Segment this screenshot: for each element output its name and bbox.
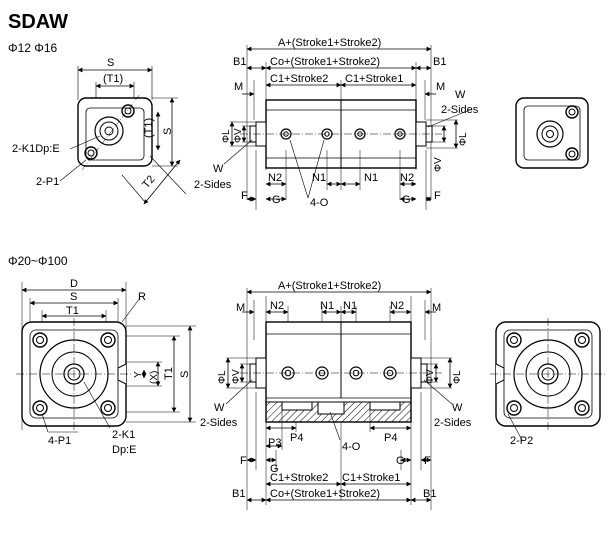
s2-side-label-w-left: W <box>214 402 225 414</box>
s2-side-dim-n2-left: N2 <box>270 300 284 312</box>
s2-rear-label-p2: 2-P2 <box>510 435 533 447</box>
s2-side-dim-p3: P3 <box>268 437 281 449</box>
s2-side-dim-n1-a: N1 <box>320 300 334 312</box>
s1-side-dim-n2-right: N2 <box>400 172 414 184</box>
s1-side-dim-f-left: F <box>241 190 248 202</box>
s1-side-dim-phiv-right: ΦV <box>433 157 444 172</box>
s2-side-dim-phiv-left: ΦV <box>231 369 242 384</box>
s1-side-view <box>223 45 473 210</box>
s1-side-dim-n1-a: N1 <box>312 172 326 184</box>
s2-front-dim-r: R <box>138 291 146 303</box>
s1-front-label-p1: 2-P1 <box>36 176 59 188</box>
s2-rear-view <box>490 318 606 441</box>
s2-side-dim-f-right: F <box>424 455 431 467</box>
s1-side-dim-m-right: M <box>436 81 445 93</box>
s2-side-view <box>225 288 453 510</box>
s2-side-dim-b1-left: B1 <box>232 488 245 500</box>
s2-side-dim-p4-right: P4 <box>384 432 397 444</box>
s1-side-dim-phil-right: ΦL <box>458 132 469 146</box>
s2-front-dim-d: D <box>70 278 78 290</box>
diagram-title: SDAW <box>8 11 68 33</box>
s2-front-dim-t1-vertical: T1 <box>163 367 175 380</box>
s1-front-dim-s-vertical: S <box>162 128 174 135</box>
s2-side-dim-m-right: M <box>432 302 441 314</box>
s2-front-dim-t1: T1 <box>66 305 79 317</box>
s1-side-dim-b1-left: B1 <box>233 56 246 68</box>
s1-rear-view <box>515 97 589 169</box>
s1-front-view <box>59 66 187 205</box>
section1-heading: Φ12 Φ16 <box>8 41 58 55</box>
s2-side-dim-c1-stroke1: C1+Stroke1 <box>342 472 400 484</box>
section2-heading: Φ20~Φ100 <box>8 254 68 268</box>
s1-side-dim-phil-left: ΦL <box>221 129 232 143</box>
s2-side-dim-f-left: F <box>240 455 247 467</box>
s2-front-view <box>16 282 196 433</box>
s1-side-label-2sides-right: 2-Sides <box>441 104 479 116</box>
s1-side-label-w-left: W <box>213 163 224 175</box>
s1-side-dim-m-left: M <box>234 81 243 93</box>
s1-side-dim-c1-stroke1: C1+Stroke1 <box>345 73 403 85</box>
s1-side-label-4o: 4-O <box>310 197 329 209</box>
s2-front-label-dp: Dp:E <box>112 444 136 456</box>
s2-front-dim-y: Y <box>133 371 144 378</box>
s2-side-dim-b1-right: B1 <box>423 488 436 500</box>
s2-front-label-k1: 2-K1 <box>112 429 135 441</box>
s1-side-dim-a: A+(Stroke1+Stroke2) <box>278 37 381 49</box>
s2-front-dim-s: S <box>70 291 77 303</box>
s1-front-dim-t1-vertical: (T1) <box>143 118 155 138</box>
s2-front-label-p1: 4-P1 <box>48 435 71 447</box>
s1-front-dim-t2: T2 <box>140 173 157 191</box>
s2-side-dim-p4-left: P4 <box>290 432 303 444</box>
s2-side-dim-a: A+(Stroke1+Stroke2) <box>278 280 381 292</box>
s2-front-dim-s-vertical: S <box>179 371 191 378</box>
s1-front-dim-s: S <box>107 57 114 69</box>
s2-side-dim-n2-right: N2 <box>390 300 404 312</box>
s2-side-dim-g-right: G <box>396 455 405 467</box>
s2-side-dim-phil-right: ΦL <box>452 370 463 384</box>
s2-front-dim-x: (X) <box>149 371 160 384</box>
s1-side-label-w-right: W <box>455 89 466 101</box>
s1-front-label-k1: 2-K1Dp:E <box>12 143 60 155</box>
s1-side-dim-n2-left: N2 <box>268 172 282 184</box>
s1-side-dim-phiv-left: ΦV <box>233 128 244 143</box>
s2-side-label-w-right: W <box>452 402 463 414</box>
s2-side-dim-c1-stroke2: C1+Stroke2 <box>270 472 328 484</box>
s2-side-dim-n1-b: N1 <box>343 300 357 312</box>
s2-side-dim-phil-left: ΦL <box>217 370 228 384</box>
s2-side-label-4o: 4-O <box>342 441 361 453</box>
s1-side-dim-n1-b: N1 <box>364 172 378 184</box>
s2-side-label-2sides-left: 2-Sides <box>200 417 238 429</box>
s1-side-label-2sides-left: 2-Sides <box>194 179 232 191</box>
s2-side-dim-m-left: M <box>236 302 245 314</box>
s1-side-dim-c1-stroke2: C1+Stroke2 <box>270 73 328 85</box>
s1-side-dim-f-right: F <box>434 190 441 202</box>
s2-side-dim-g-left: G <box>270 463 279 475</box>
s1-side-dim-g-right: G <box>402 194 411 206</box>
s1-front-dim-t1: (T1) <box>103 73 123 85</box>
s2-side-dim-co: Co+(Stroke1+Stroke2) <box>270 488 380 500</box>
s1-side-dim-b1-right: B1 <box>433 56 446 68</box>
s1-side-dim-g-left: G <box>272 194 281 206</box>
s2-side-dim-phiv-right: ΦV <box>425 369 436 384</box>
s1-side-dim-co: Co+(Stroke1+Stroke2) <box>270 56 380 68</box>
s2-side-label-2sides-right: 2-Sides <box>434 417 472 429</box>
